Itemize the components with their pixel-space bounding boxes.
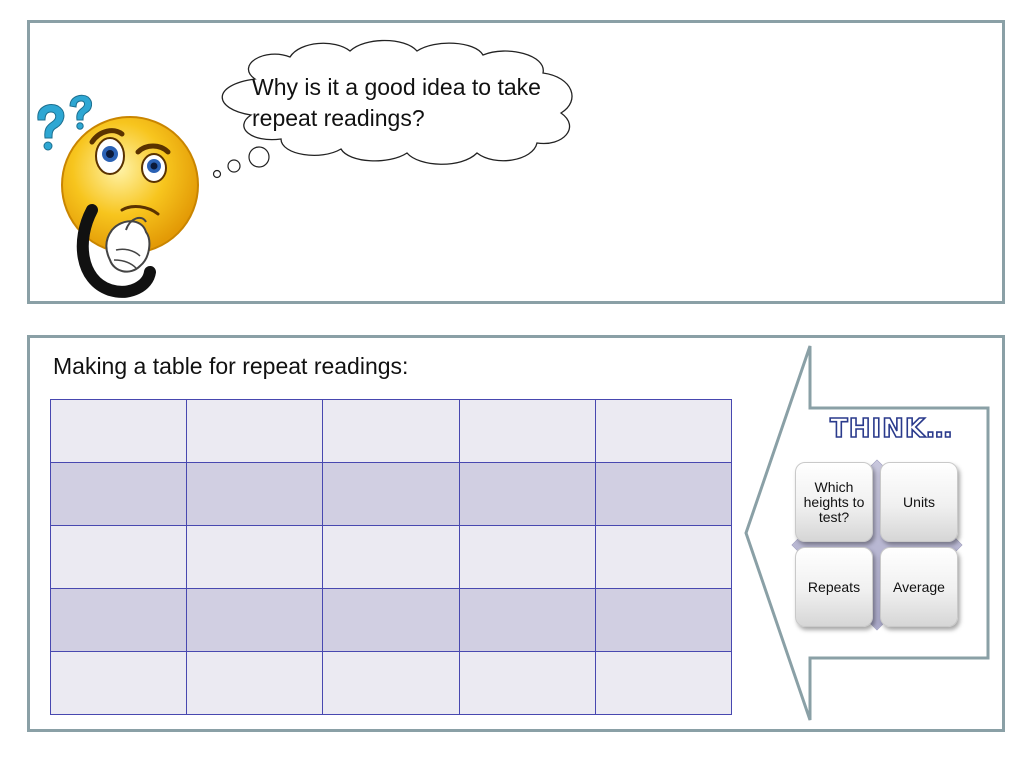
thinking-face-icon — [37, 94, 199, 298]
table-cell — [186, 462, 324, 526]
table-row — [49, 588, 733, 652]
table-cell — [458, 651, 596, 715]
table-cell — [594, 399, 733, 463]
table-cell — [49, 525, 188, 589]
think-box-units: Units — [880, 462, 958, 542]
table-cell — [49, 462, 188, 526]
table-cell — [49, 399, 188, 463]
table-cell — [186, 525, 324, 589]
table-cell — [186, 651, 324, 715]
table-cell — [458, 525, 596, 589]
table-cell — [322, 462, 460, 526]
table-cell — [322, 399, 460, 463]
think-box-label: Repeats — [807, 578, 861, 595]
table-cell — [186, 588, 324, 652]
table-cell — [594, 651, 733, 715]
readings-table — [49, 399, 733, 715]
table-title: Making a table for repeat readings: — [53, 353, 409, 379]
table-cell — [322, 651, 460, 715]
think-title: THINK… — [829, 413, 954, 445]
table-row — [49, 462, 733, 526]
table-row — [49, 525, 733, 589]
table-row — [49, 651, 733, 715]
table-cell — [322, 525, 460, 589]
table-cell — [49, 651, 188, 715]
thought-question: Why is it a good idea to take repeat rea… — [252, 74, 541, 131]
thought-cloud-icon — [212, 39, 573, 179]
table-cell — [594, 462, 733, 526]
think-box-average: Average — [880, 547, 958, 627]
table-cell — [322, 588, 460, 652]
table-cell — [186, 399, 324, 463]
think-box-label: Which heights to test? — [803, 478, 865, 525]
question-marks-icon — [37, 94, 93, 151]
table-cell — [458, 588, 596, 652]
think-box-label: Units — [903, 493, 935, 510]
table-cell — [458, 462, 596, 526]
think-box-repeats: Repeats — [795, 547, 873, 627]
table-cell — [49, 588, 188, 652]
think-box-heights: Which heights to test? — [795, 462, 873, 542]
table-cell — [594, 588, 733, 652]
table-row — [49, 399, 733, 463]
think-box-label: Average — [893, 578, 945, 595]
table-cell — [458, 399, 596, 463]
table-cell — [594, 525, 733, 589]
